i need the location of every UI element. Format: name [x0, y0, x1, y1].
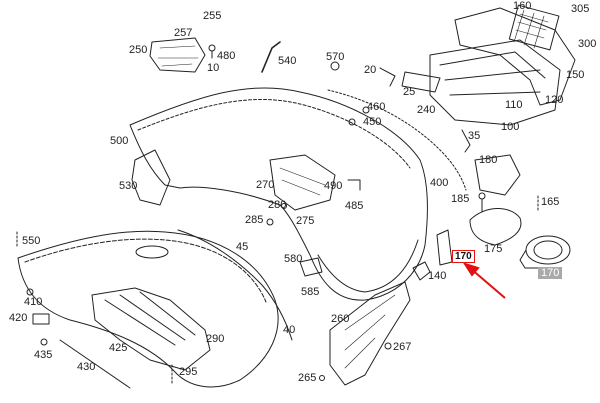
callout-35: 35 [468, 130, 481, 142]
callout-180: 180 [479, 154, 498, 166]
callout-240: 240 [417, 104, 436, 116]
callout-25: 25 [403, 86, 416, 98]
callout-485: 485 [345, 200, 364, 212]
callout-400: 400 [430, 177, 449, 189]
callout-430: 430 [77, 361, 96, 373]
callout-435: 435 [34, 349, 53, 361]
callout-150: 150 [566, 69, 585, 81]
callout-490: 490 [324, 180, 343, 192]
callout-570: 570 [326, 51, 345, 63]
highlighted-part [436, 229, 453, 266]
callout-585: 585 [301, 286, 320, 298]
bumper-cover [129, 87, 428, 301]
callout-460: 460 [367, 101, 386, 113]
lower-diffuser [17, 230, 279, 388]
callout-410: 410 [24, 296, 43, 308]
callout-290: 290 [206, 333, 225, 345]
callout-45: 45 [236, 241, 249, 253]
callout-170-highlighted[interactable]: 170 [452, 250, 475, 263]
callout-270: 270 [256, 179, 275, 191]
callout-260: 260 [331, 313, 350, 325]
callout-185: 185 [451, 193, 470, 205]
callout-100: 100 [501, 121, 520, 133]
callout-165: 165 [541, 196, 560, 208]
inner-bracket [91, 287, 211, 371]
callout-550: 550 [22, 235, 41, 247]
callout-480: 480 [217, 50, 236, 62]
callout-250: 250 [129, 44, 148, 56]
callout-540: 540 [278, 55, 297, 67]
highlight-arrow [469, 267, 506, 299]
callout-110: 110 [505, 99, 523, 111]
grille-mesh [508, 4, 560, 51]
callout-40: 40 [283, 324, 296, 336]
callout-425: 425 [109, 342, 128, 354]
callout-280: 280 [268, 199, 287, 211]
callout-10: 10 [207, 62, 220, 74]
callout-267: 267 [393, 341, 412, 353]
callout-305: 305 [571, 3, 590, 15]
callout-450: 450 [363, 116, 382, 128]
callout-160: 160 [513, 0, 532, 12]
callout-120: 120 [545, 94, 564, 106]
callout-300: 300 [578, 38, 597, 50]
callout-275: 275 [296, 215, 315, 227]
callout-500: 500 [110, 135, 129, 147]
side-bracket-left [149, 37, 206, 73]
callout-295: 295 [179, 366, 198, 378]
callout-257: 257 [174, 27, 193, 39]
callout-530: 530 [119, 180, 138, 192]
callout-175: 175 [484, 243, 503, 255]
side-bracket-right [329, 281, 411, 386]
callout-420: 420 [9, 312, 28, 324]
callout-140: 140 [428, 270, 447, 282]
callout-580: 580 [284, 253, 303, 265]
rear-trim-panel [429, 39, 561, 126]
callout-20: 20 [364, 64, 377, 76]
callout-265: 265 [298, 372, 317, 384]
callout-285: 285 [245, 214, 264, 226]
callout-170-selected[interactable]: 170 [538, 267, 563, 279]
callout-255: 255 [203, 10, 222, 22]
